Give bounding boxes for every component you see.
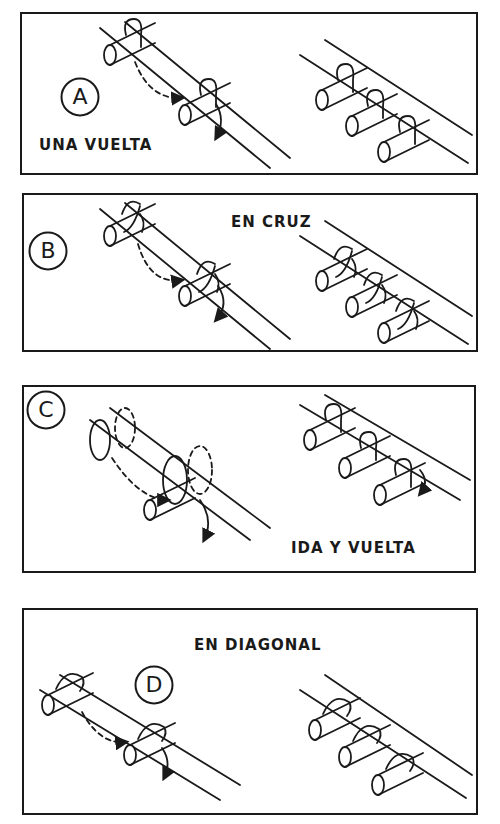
letter-circle: D: [134, 665, 174, 705]
panel-title: UNA VUELTA: [37, 136, 154, 154]
lashing-panel: IDA Y VUELTA C: [22, 385, 476, 573]
panel-title: IDA Y VUELTA: [289, 539, 418, 557]
callout-letter: A: [72, 86, 87, 108]
letter-circle: A: [60, 77, 100, 117]
callout-letter: D: [146, 674, 163, 696]
callout-letter: C: [38, 399, 53, 421]
letter-circle: B: [28, 231, 68, 271]
lashing-panel: EN DIAGONAL D: [22, 608, 478, 815]
callout-letter: B: [40, 240, 55, 262]
letter-circle: C: [26, 390, 66, 430]
panel-title: EN DIAGONAL: [192, 636, 323, 654]
lashing-panel: EN CRUZ B: [22, 193, 478, 352]
lashing-panel: UNA VUELTA A: [20, 12, 478, 175]
panel-title: EN CRUZ: [229, 213, 314, 231]
